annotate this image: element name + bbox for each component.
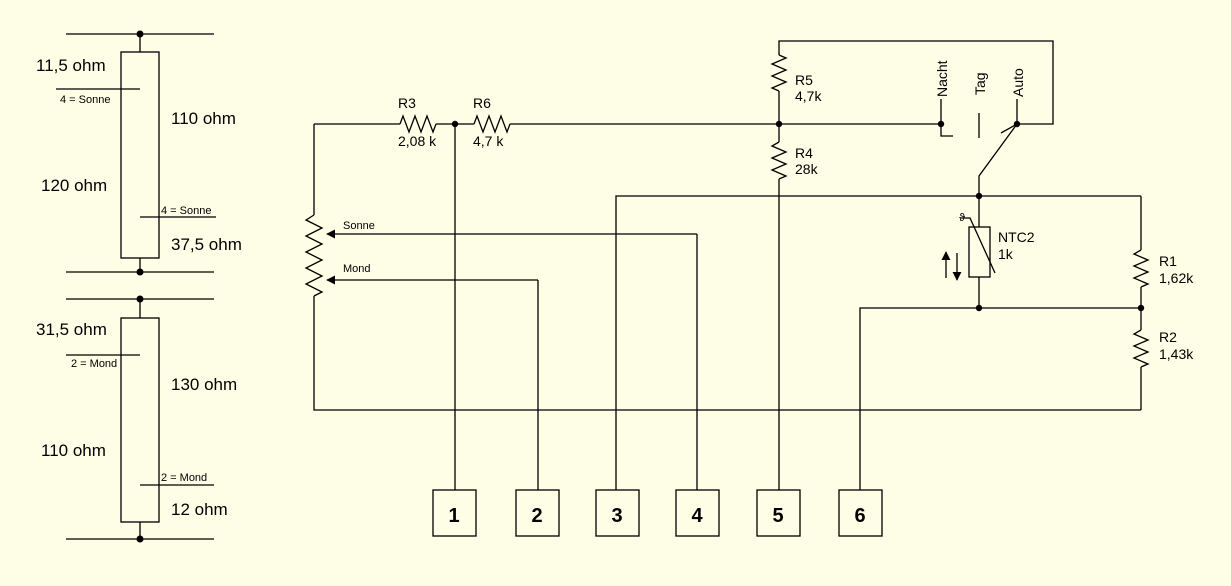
resistance-label: 130 ohm [171,375,237,394]
resistance-label: 12 ohm [171,500,228,519]
terminal-5-box [756,489,801,537]
r2-name: R2 [1159,329,1177,345]
wire [940,124,953,137]
switch-label-nacht: Nacht [934,60,950,97]
r3-name: R3 [398,95,416,111]
ntc2-name: NTC2 [998,229,1035,245]
terminal-4-label: 4 [691,505,703,527]
wire [778,40,1054,125]
junction-dot [975,304,983,312]
r3-value: 2,08 k [398,133,437,149]
tap-label: 4 = Sonne [161,205,211,217]
resistor-r2 [1132,329,1150,368]
r5-value: 4,7k [795,88,822,104]
switch-label-tag: Tag [972,72,988,95]
resistance-label: 31,5 ohm [36,320,107,339]
resistance-label: 11,5 ohm [36,56,106,75]
ntc2-value: 1k [998,246,1014,262]
r5-name: R5 [795,72,813,88]
resistor-r5 [770,54,788,92]
pot-detail-sonne: 11,5 ohm 4 = Sonne 110 ohm 120 ohm 4 = S… [36,30,242,276]
tap-label: 2 = Mond [71,358,117,370]
r2-value: 1,43k [1159,346,1194,362]
terminal-3-box [595,489,640,537]
switch-label-auto: Auto [1010,68,1026,97]
wiper-sonne-label: Sonne [343,220,375,232]
r4-name: R4 [795,145,813,161]
r4-value: 28k [795,161,819,177]
resistance-label: 120 ohm [41,176,107,195]
terminal-6-box [838,489,883,537]
terminal-1-box [432,489,477,537]
wire [1000,123,1018,134]
resistor-body [120,317,160,523]
resistor-r3 [399,114,437,134]
terminal-1-label: 1 [448,505,459,527]
main-schematic: R3 2,08 k R6 4,7 k Sonne Mond R5 4,7k R4… [304,40,1194,537]
tap-label: 4 = Sonne [60,94,110,106]
resistance-label: 37,5 ohm [171,235,242,254]
resistance-label: 110 ohm [41,441,106,460]
ntc2-slash [961,217,996,274]
r6-name: R6 [473,95,491,111]
potentiometer [304,214,324,297]
ntc2-symbol: ϑ [959,212,965,224]
terminal-6-wire [859,307,1141,490]
junction-dot [1137,304,1145,312]
terminal-3-wire [615,195,1141,490]
resistor-r4 [770,141,788,180]
pot-detail-mond: 31,5 ohm 2 = Mond 130 ohm 110 ohm 2 = Mo… [36,295,237,543]
terminal-4-box [675,489,720,537]
r1-name: R1 [1159,253,1177,269]
r1-value: 1,62k [1159,270,1194,286]
terminal-6-label: 6 [854,505,865,527]
resistor-body [120,51,160,259]
r6-value: 4,7 k [473,133,504,149]
ntc2-body [968,226,991,278]
wire [313,296,1141,411]
resistor-r1 [1132,249,1150,288]
terminal-3-label: 3 [611,505,622,527]
tap-label: 2 = Mond [161,472,207,484]
terminal-5-label: 5 [772,505,783,527]
resistance-label: 110 ohm [171,109,236,128]
resistor-r6 [473,114,511,134]
wiper-mond-label: Mond [343,263,371,275]
terminal-2-label: 2 [531,505,542,527]
switch-lever [978,123,1018,196]
terminal-2-box [515,489,560,537]
